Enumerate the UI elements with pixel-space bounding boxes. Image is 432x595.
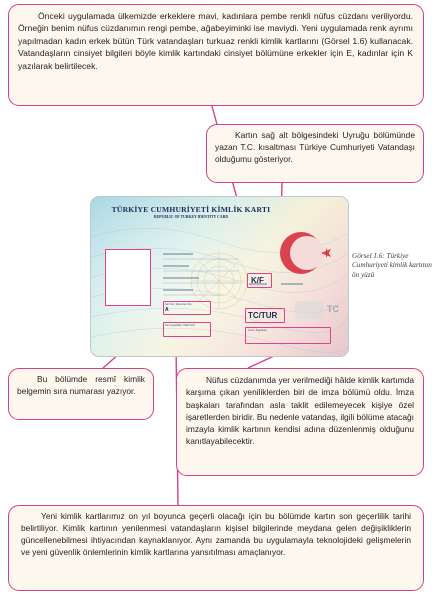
callout-expiry-text: Yeni kimlik kartlarımız on yıl boyunca g… bbox=[21, 511, 411, 557]
crescent-star-icon bbox=[280, 232, 331, 274]
serial-value: A bbox=[165, 307, 169, 313]
nationality-field-highlight bbox=[245, 308, 285, 323]
card-subtitle: REPUBLIC OF TURKEY IDENTITY CARD bbox=[153, 215, 229, 219]
card-watermark: TC bbox=[327, 304, 339, 314]
signature-field-highlight bbox=[245, 327, 331, 344]
card-title: TÜRKİYE CUMHURİYETİ KİMLİK KARTI bbox=[111, 205, 271, 214]
serial-label: Seri No / Document No bbox=[165, 303, 192, 306]
callout-expiry-date: Yeni kimlik kartlarımız on yıl boyunca g… bbox=[8, 505, 424, 591]
gender-field-highlight bbox=[247, 273, 272, 288]
callout-signature: Nüfus cüzdanımda yer verilmediği hâlde k… bbox=[176, 368, 424, 476]
serial-field-highlight bbox=[163, 301, 211, 315]
callout-serial-text: Bu bölümde resmî kimlik belgemin sıra nu… bbox=[17, 374, 145, 396]
callout-nationality: Kartın sağ alt bölgesindeki Uyruğu bölüm… bbox=[206, 124, 424, 183]
signature-label: İmza / Signature bbox=[248, 329, 267, 332]
gender-value: K/F bbox=[251, 276, 264, 285]
figure-caption: Görsel 1.6: Türkiye Cumhuriyeti kimlik k… bbox=[352, 252, 432, 279]
expiry-field-highlight bbox=[163, 322, 211, 337]
callout-nationality-text: Kartın sağ alt bölgesindeki Uyruğu bölüm… bbox=[215, 130, 415, 164]
nationality-value: TC/TUR bbox=[248, 311, 278, 320]
expiry-label: Son Geçerlilik / Valid Until bbox=[165, 324, 195, 327]
callout-serial-number: Bu bölümde resmî kimlik belgemin sıra nu… bbox=[8, 368, 154, 420]
callout-gender-text: Önceki uygulamada ülkemizde erkeklere ma… bbox=[18, 11, 413, 71]
callout-gender-color: Önceki uygulamada ülkemizde erkeklere ma… bbox=[8, 4, 424, 106]
card-header: TÜRKİYE CUMHURİYETİ KİMLİK KARTI REPUBLI… bbox=[91, 205, 291, 219]
callout-signature-text: Nüfus cüzdanımda yer verilmediği hâlde k… bbox=[186, 375, 414, 447]
card-photo-placeholder bbox=[105, 249, 151, 306]
identity-card-image: TÜRKİYE CUMHURİYETİ KİMLİK KARTI REPUBLI… bbox=[90, 196, 349, 357]
